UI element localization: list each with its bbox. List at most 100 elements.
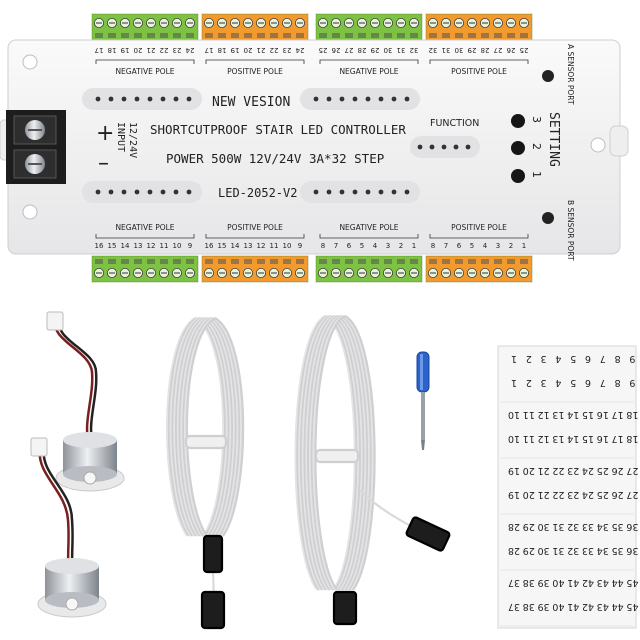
pole-label: POSITIVE POLE: [227, 67, 283, 76]
sticker-number: 10: [508, 409, 520, 420]
sticker-number: 8: [615, 377, 621, 388]
terminal-number: 16: [205, 242, 214, 250]
terminal-block: [315, 255, 423, 283]
indicator-led: [121, 189, 127, 195]
terminal-number: 1: [522, 242, 526, 250]
sticker-number: 17: [612, 409, 624, 420]
sticker-number: 30: [538, 545, 550, 556]
terminal-block: [91, 255, 199, 283]
cable-connector-left-2: [200, 590, 226, 630]
input-label: INPUT: [115, 122, 126, 152]
sticker-number: 41: [567, 601, 579, 612]
indicator-led: [352, 189, 358, 195]
screwdriver: [416, 351, 430, 450]
sticker-number: 16: [597, 409, 609, 420]
bottom-terminal-blocks: [91, 255, 533, 283]
sticker-number: 19: [508, 465, 520, 476]
sticker-number: 29: [523, 521, 535, 532]
cable-strand: [303, 315, 365, 591]
cable-strand: [169, 317, 228, 537]
cable-strand: [175, 317, 234, 537]
controller-housing: [7, 39, 621, 255]
sticker-number: 35: [612, 521, 624, 532]
sticker-number: 32: [567, 545, 579, 556]
terminal-number: 22: [270, 46, 279, 54]
sticker-number: 5: [570, 377, 576, 388]
sticker-number: 23: [567, 489, 579, 500]
cable-strand: [296, 315, 358, 591]
terminal-number: 16: [95, 242, 104, 250]
sticker-number: 34: [597, 521, 609, 532]
sticker-number: 15: [582, 433, 594, 444]
model-number: LED-2052-V2: [218, 186, 297, 200]
indicator-led: [404, 189, 410, 195]
indicator-led: [108, 96, 114, 102]
terminal-number: 9: [188, 242, 192, 250]
cable-strand: [173, 317, 232, 537]
indicator-led: [173, 189, 179, 195]
sticker-number: 23: [567, 465, 579, 476]
terminal-number: 30: [384, 46, 393, 54]
terminal-block: [91, 13, 199, 41]
terminal-number: 2: [509, 242, 513, 250]
sticker-number: 14: [567, 433, 579, 444]
sticker-number: 3: [541, 353, 547, 364]
terminal-number: 27: [494, 46, 503, 54]
sticker-number: 24: [582, 465, 594, 476]
sticker-number: 25: [597, 465, 609, 476]
sticker-number: 25: [597, 489, 609, 500]
title-power: POWER 500W 12V/24V 3A*32 STEP: [166, 151, 384, 166]
indicator-led: [429, 144, 435, 150]
terminal-number: 3: [496, 242, 500, 250]
indicator-led: [186, 96, 192, 102]
indicator-led: [365, 189, 371, 195]
terminal-number: 10: [283, 242, 292, 250]
cable-strand: [184, 317, 243, 537]
mounting-hole-left-bottom: [22, 204, 38, 220]
indicator-led: [160, 189, 166, 195]
sensor-lens-top: [83, 471, 97, 485]
indicator-led: [378, 189, 384, 195]
sticker-number: 7: [600, 353, 606, 364]
terminal-number: 27: [345, 46, 354, 54]
terminal-number: 23: [173, 46, 182, 54]
cable-strand: [167, 317, 227, 537]
plus-sign: +: [96, 121, 114, 146]
setting-button-3[interactable]: [511, 114, 525, 128]
b-sensor-port[interactable]: [542, 212, 554, 224]
sticker-number: 4: [555, 377, 561, 388]
sticker-number: 26: [612, 489, 624, 500]
indicator-led: [417, 144, 423, 150]
sticker-number: 35: [612, 545, 624, 556]
terminal-number: 18: [108, 46, 117, 54]
sticker-number: 6: [585, 353, 591, 364]
cable-coil-right: [294, 315, 451, 626]
sticker-number: 24: [582, 489, 594, 500]
sticker-number: 34: [597, 545, 609, 556]
pole-label: NEGATIVE POLE: [115, 67, 174, 76]
indicator-led: [391, 189, 397, 195]
sticker-number: 36: [626, 521, 638, 532]
input-voltage: 12/24V: [127, 122, 138, 158]
sticker-number: 44: [612, 577, 624, 588]
indicator-led: [95, 96, 101, 102]
sticker-number: 12: [538, 433, 550, 444]
sticker-number: 18: [626, 433, 638, 444]
sticker-number: 27: [626, 465, 638, 476]
setting-button-3-label: 3: [530, 116, 543, 123]
a-sensor-port[interactable]: [542, 70, 554, 82]
terminal-number: 4: [373, 242, 378, 250]
terminal-number: 20: [134, 46, 143, 54]
terminal-number: 9: [298, 242, 302, 250]
terminal-number: 15: [218, 242, 227, 250]
title-controller: SHORTCUTPROOF STAIR LED CONTROLLER: [150, 122, 406, 137]
setting-button-2[interactable]: [511, 141, 525, 155]
terminal-number: 28: [358, 46, 367, 54]
sticker-number: 27: [626, 489, 638, 500]
sticker-number: 40: [552, 577, 564, 588]
setting-button-1[interactable]: [511, 169, 525, 183]
indicator-led: [404, 96, 410, 102]
pole-label: POSITIVE POLE: [227, 223, 283, 232]
terminal-number: 21: [147, 46, 156, 54]
sticker-number: 38: [523, 577, 535, 588]
